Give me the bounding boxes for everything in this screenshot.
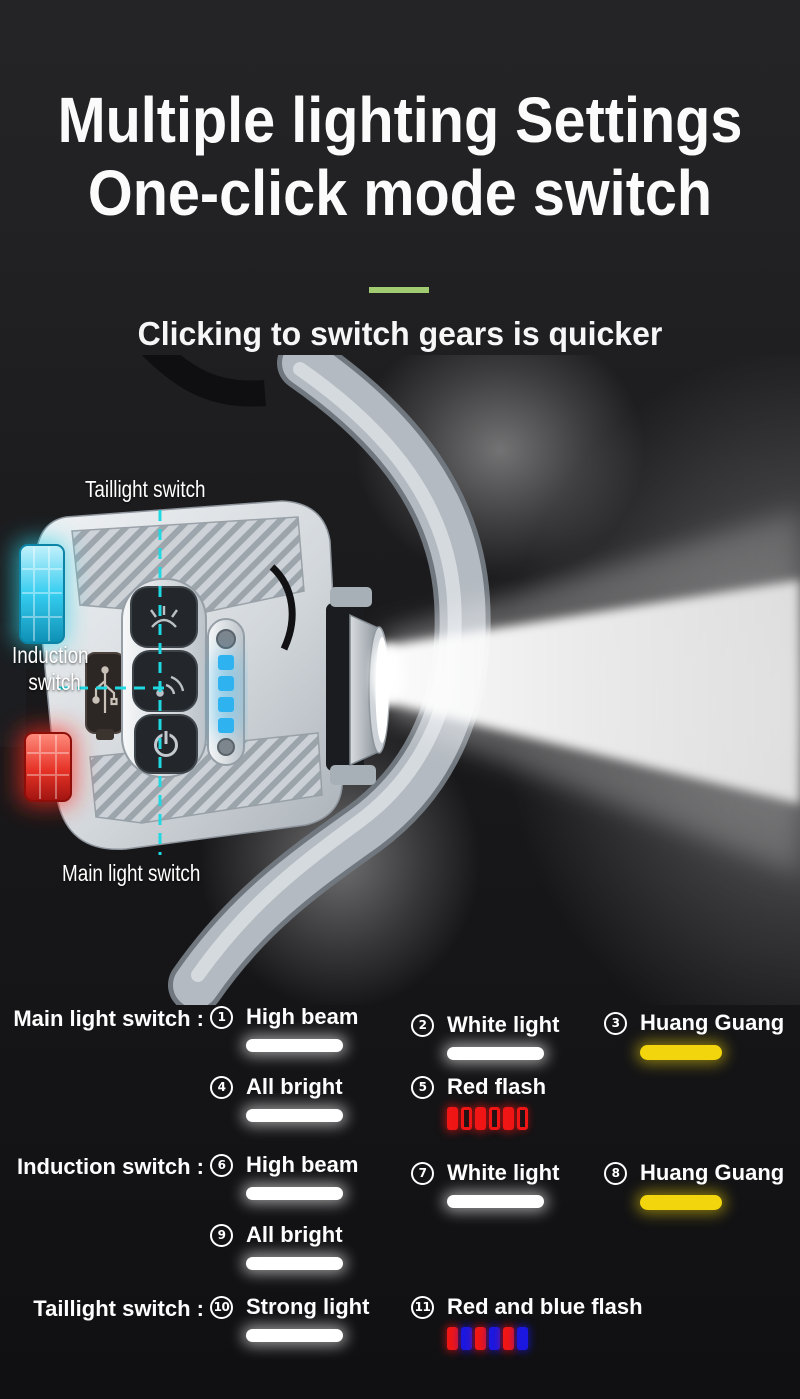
lamp-body [0,500,344,851]
mode-item: 9 All bright [210,1222,343,1270]
mode-item: 3 Huang Guang [604,1010,784,1060]
white-light-bar [246,1257,343,1270]
mode-label: Strong light [246,1294,370,1319]
flash-segment-solid [475,1107,486,1130]
mode-number-badge: 2 [411,1013,434,1037]
subtitle: Clicking to switch gears is quicker [137,315,663,352]
mode-item: 8 Huang Guang [604,1160,784,1210]
mode-label: Red flash [447,1074,547,1099]
taillight-icon [150,606,178,628]
mode-item: 5 Red flash [411,1074,546,1130]
flash-segment-solid [503,1107,514,1130]
white-light-bar [447,1195,544,1208]
mode-label: Red and blue flash [447,1294,643,1319]
cable [269,564,296,651]
mode-number-badge: 9 [210,1223,233,1247]
headlamp-photo [0,355,800,1005]
battery-indicator [207,618,245,766]
callout-induction-switch: Induction switch [12,642,89,696]
mode-label: Huang Guang [640,1010,785,1035]
indicator-lens-top [216,629,236,649]
induction-button [132,650,198,712]
mode-item: 7 White light [411,1160,559,1208]
group-label-induction-switch: Induction switch : [17,1154,204,1179]
mode-item: 11 Red and blue flash [411,1294,643,1350]
mode-item: 4 All bright [210,1074,343,1122]
mode-number-badge: 3 [604,1011,627,1035]
yellow-light-bar [640,1045,722,1060]
flash-segment-red [447,1327,458,1350]
title-line-2: One-click mode switch [87,157,713,229]
mode-number-badge: 5 [411,1075,434,1099]
indicator-lens-bottom [217,738,235,756]
green-divider [369,287,429,293]
callout-taillight-switch: Taillight switch [85,476,206,502]
flash-segment-outline [517,1107,528,1130]
white-light-bar [246,1329,343,1342]
mode-label: High beam [246,1152,359,1177]
flash-segment-blue [489,1327,500,1350]
mode-item: 6 High beam [210,1152,358,1200]
mode-item: 2 White light [411,1012,559,1060]
yellow-light-bar [640,1195,722,1210]
flash-segment-blue [517,1327,528,1350]
light-beam [372,510,800,875]
callout-induction-line1: Induction [12,642,89,668]
red-flash-indicator [447,1107,546,1130]
flash-segment-red [503,1327,514,1350]
taillight-button [130,586,198,648]
flash-segment-solid [447,1107,458,1130]
page-title: Multiple lighting Settings One-click mod… [40,84,760,230]
mode-number-badge: 4 [210,1075,233,1099]
power-icon [154,731,178,757]
mode-item: 10 Strong light [210,1294,369,1342]
taillight-led-blue [16,541,66,645]
hatch-panel-top [71,516,305,616]
flash-segment-outline [461,1107,472,1130]
callout-main-light-switch: Main light switch [62,860,201,886]
white-light-bar [246,1109,343,1122]
white-light-bar [447,1047,544,1060]
flash-segment-blue [461,1327,472,1350]
mode-number-badge: 8 [604,1161,627,1185]
white-light-bar [246,1187,343,1200]
flash-segment-red [475,1327,486,1350]
group-label-taillight-switch: Taillight switch : [33,1296,204,1321]
red-blue-flash-indicator [447,1327,643,1350]
mode-number-badge: 10 [210,1295,233,1319]
mode-number-badge: 11 [411,1295,434,1319]
mode-label: Huang Guang [640,1160,785,1185]
lamp-head [326,587,390,785]
mode-label: All bright [246,1222,343,1247]
mode-label: White light [447,1160,560,1185]
button-cluster [121,578,207,778]
callout-induction-line2: switch [28,669,81,695]
side-led-red [20,729,74,805]
mode-label: High beam [246,1004,359,1029]
mode-label: All bright [246,1074,343,1099]
group-label-main-light-switch: Main light switch : [13,1006,204,1031]
battery-leds [216,655,236,733]
white-light-bar [246,1039,343,1052]
side-lamp-housing [0,623,26,747]
mode-number-badge: 7 [411,1161,434,1185]
mode-label: White light [447,1012,560,1037]
flash-segment-outline [489,1107,500,1130]
mode-number-badge: 1 [210,1005,233,1029]
mode-number-badge: 6 [210,1153,233,1177]
usb-port [85,652,125,740]
mode-item: 1 High beam [210,1004,358,1052]
title-line-1: Multiple lighting Settings [57,84,743,156]
